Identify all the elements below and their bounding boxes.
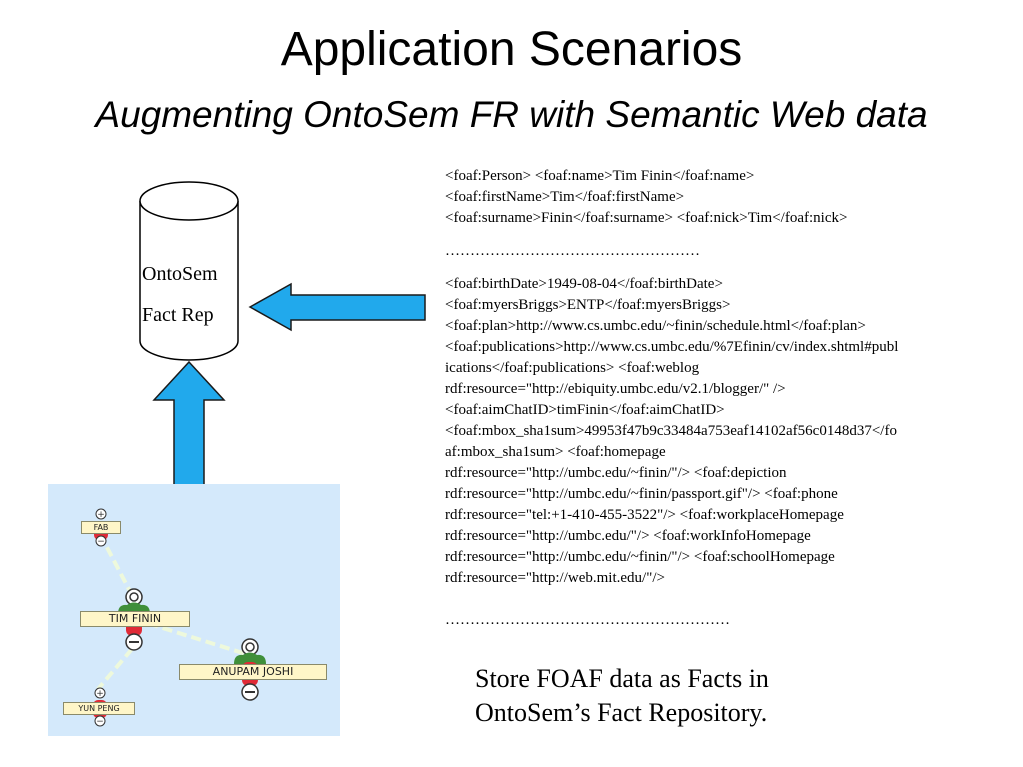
- caption-line: Store FOAF data as Facts in: [475, 664, 769, 693]
- slide-subtitle: Augmenting OntoSem FR with Semantic Web …: [95, 94, 928, 135]
- foaf-line: <foaf:birthDate>1949-08-04</foaf:birthDa…: [445, 276, 723, 292]
- foaf-social-graph: + − + −: [48, 484, 340, 736]
- graph-node-label: TIM FININ: [80, 611, 190, 627]
- repository-label-line2: Fact Rep: [142, 304, 214, 326]
- foaf-block-1: <foaf:Person> <foaf:name>Tim Finin</foaf…: [445, 166, 1000, 229]
- graph-node-label: YUN PENG: [63, 702, 135, 715]
- foaf-line: rdf:resource="http://umbc.edu/~finin/"/>…: [445, 549, 835, 565]
- arrow-up-icon: [152, 360, 226, 486]
- foaf-line: rdf:resource="http://ebiquity.umbc.edu/v…: [445, 381, 786, 397]
- foaf-line: rdf:resource="tel:+1-410-455-3522"/> <fo…: [445, 507, 844, 523]
- svg-text:−: −: [97, 537, 105, 547]
- foaf-line: <foaf:firstName>Tim</foaf:firstName>: [445, 189, 685, 205]
- graph-node-label: ANUPAM JOSHI: [179, 664, 327, 680]
- foaf-line: <foaf:Person> <foaf:name>Tim Finin</foaf…: [445, 168, 755, 184]
- svg-text:+: +: [97, 510, 105, 520]
- foaf-line: <foaf:myersBriggs>ENTP</foaf:myersBriggs…: [445, 297, 731, 313]
- foaf-line: rdf:resource="http://umbc.edu/~finin/pas…: [445, 486, 838, 502]
- foaf-line: ications</foaf:publications> <foaf:weblo…: [445, 360, 700, 376]
- svg-text:−: −: [96, 717, 104, 727]
- foaf-line: rdf:resource="http://umbc.edu/"/> <foaf:…: [445, 528, 811, 544]
- fact-repository-cylinder: [139, 181, 239, 361]
- ellipsis-divider: ……………………………………………: [445, 243, 700, 259]
- foaf-line: <foaf:plan>http://www.cs.umbc.edu/~finin…: [445, 318, 866, 334]
- graph-node-label: FAB: [81, 521, 121, 534]
- foaf-line: rdf:resource="http://umbc.edu/~finin/"/>…: [445, 465, 787, 481]
- arrow-left-icon: [248, 282, 426, 332]
- foaf-line: <foaf:mbox_sha1sum>49953f47b9c33484a753e…: [445, 423, 897, 439]
- foaf-line: rdf:resource="http://web.mit.edu/"/>: [445, 570, 665, 586]
- foaf-line: <foaf:aimChatID>timFinin</foaf:aimChatID…: [445, 402, 725, 418]
- caption: Store FOAF data as Facts in OntoSem’s Fa…: [475, 662, 875, 730]
- repository-label-line1: OntoSem: [142, 263, 218, 285]
- slide-title: Application Scenarios: [280, 23, 743, 76]
- ellipsis-divider: …………………………………………………: [445, 612, 730, 628]
- caption-line: OntoSem’s Fact Repository.: [475, 698, 768, 727]
- foaf-block-2: <foaf:birthDate>1949-08-04</foaf:birthDa…: [445, 274, 1000, 589]
- graph-edge: [96, 647, 134, 691]
- foaf-line: <foaf:surname>Finin</foaf:surname> <foaf…: [445, 210, 848, 226]
- svg-text:+: +: [96, 689, 104, 699]
- graph-edge: [98, 533, 136, 600]
- foaf-line: <foaf:publications>http://www.cs.umbc.ed…: [445, 339, 899, 355]
- foaf-line: af:mbox_sha1sum> <foaf:homepage: [445, 444, 666, 460]
